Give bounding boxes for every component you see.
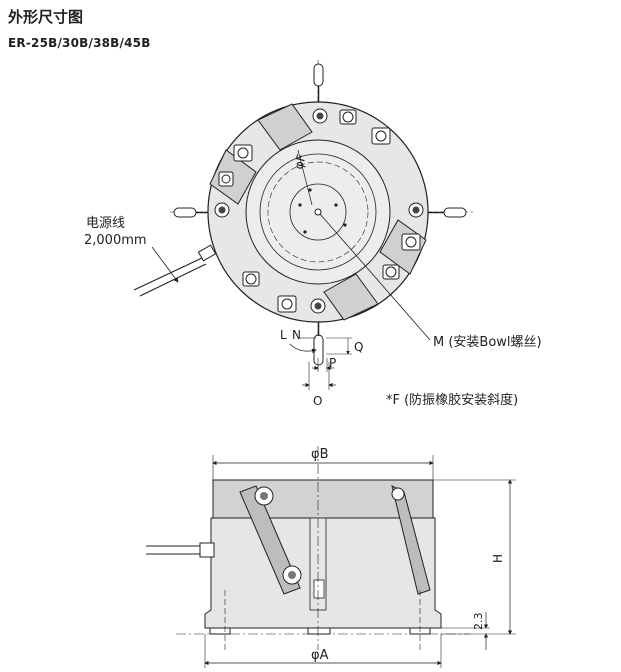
dim-O-label: O [313,394,322,408]
cable-label: 电源线 [86,216,125,231]
spring-posts [214,108,424,314]
side-cable [146,542,215,558]
top-disk-inner [259,153,377,271]
model-list: ER-25B/30B/38B/45B [8,36,151,50]
dim-phiB-label: φB [311,447,329,462]
page-title: 外形尺寸图 [8,8,84,26]
dim-N-label: N [292,328,301,342]
dim-H-label: H [491,554,505,563]
dim-P-label: P [329,356,336,370]
side-view [146,446,516,668]
rim-bolts [218,109,421,313]
bowl-screw-label: M (安装Bowl螺丝) [433,335,542,350]
dim-L-label: L [280,328,287,342]
center-ring [289,183,347,241]
mounting-ear-right [428,207,467,218]
mounting-ear-bottom [313,320,324,366]
phiF-label: φF [291,153,308,171]
mounting-ear-top [313,63,324,104]
dim-Q-label: Q [354,340,363,354]
dim-2-3-label: 2.3 [472,613,485,631]
center-hole [314,208,322,216]
top-view [133,60,475,390]
feet [209,627,431,635]
spring-left [239,485,301,595]
cable-length-label: 2,000mm [84,233,147,248]
bolt-circle-phiF [267,161,369,263]
power-cable [133,244,217,297]
note-F: *F (防振橡胶安装斜度) [386,392,518,408]
dim-phiA-label: φA [311,648,329,663]
mounting-ear-left [173,207,212,218]
